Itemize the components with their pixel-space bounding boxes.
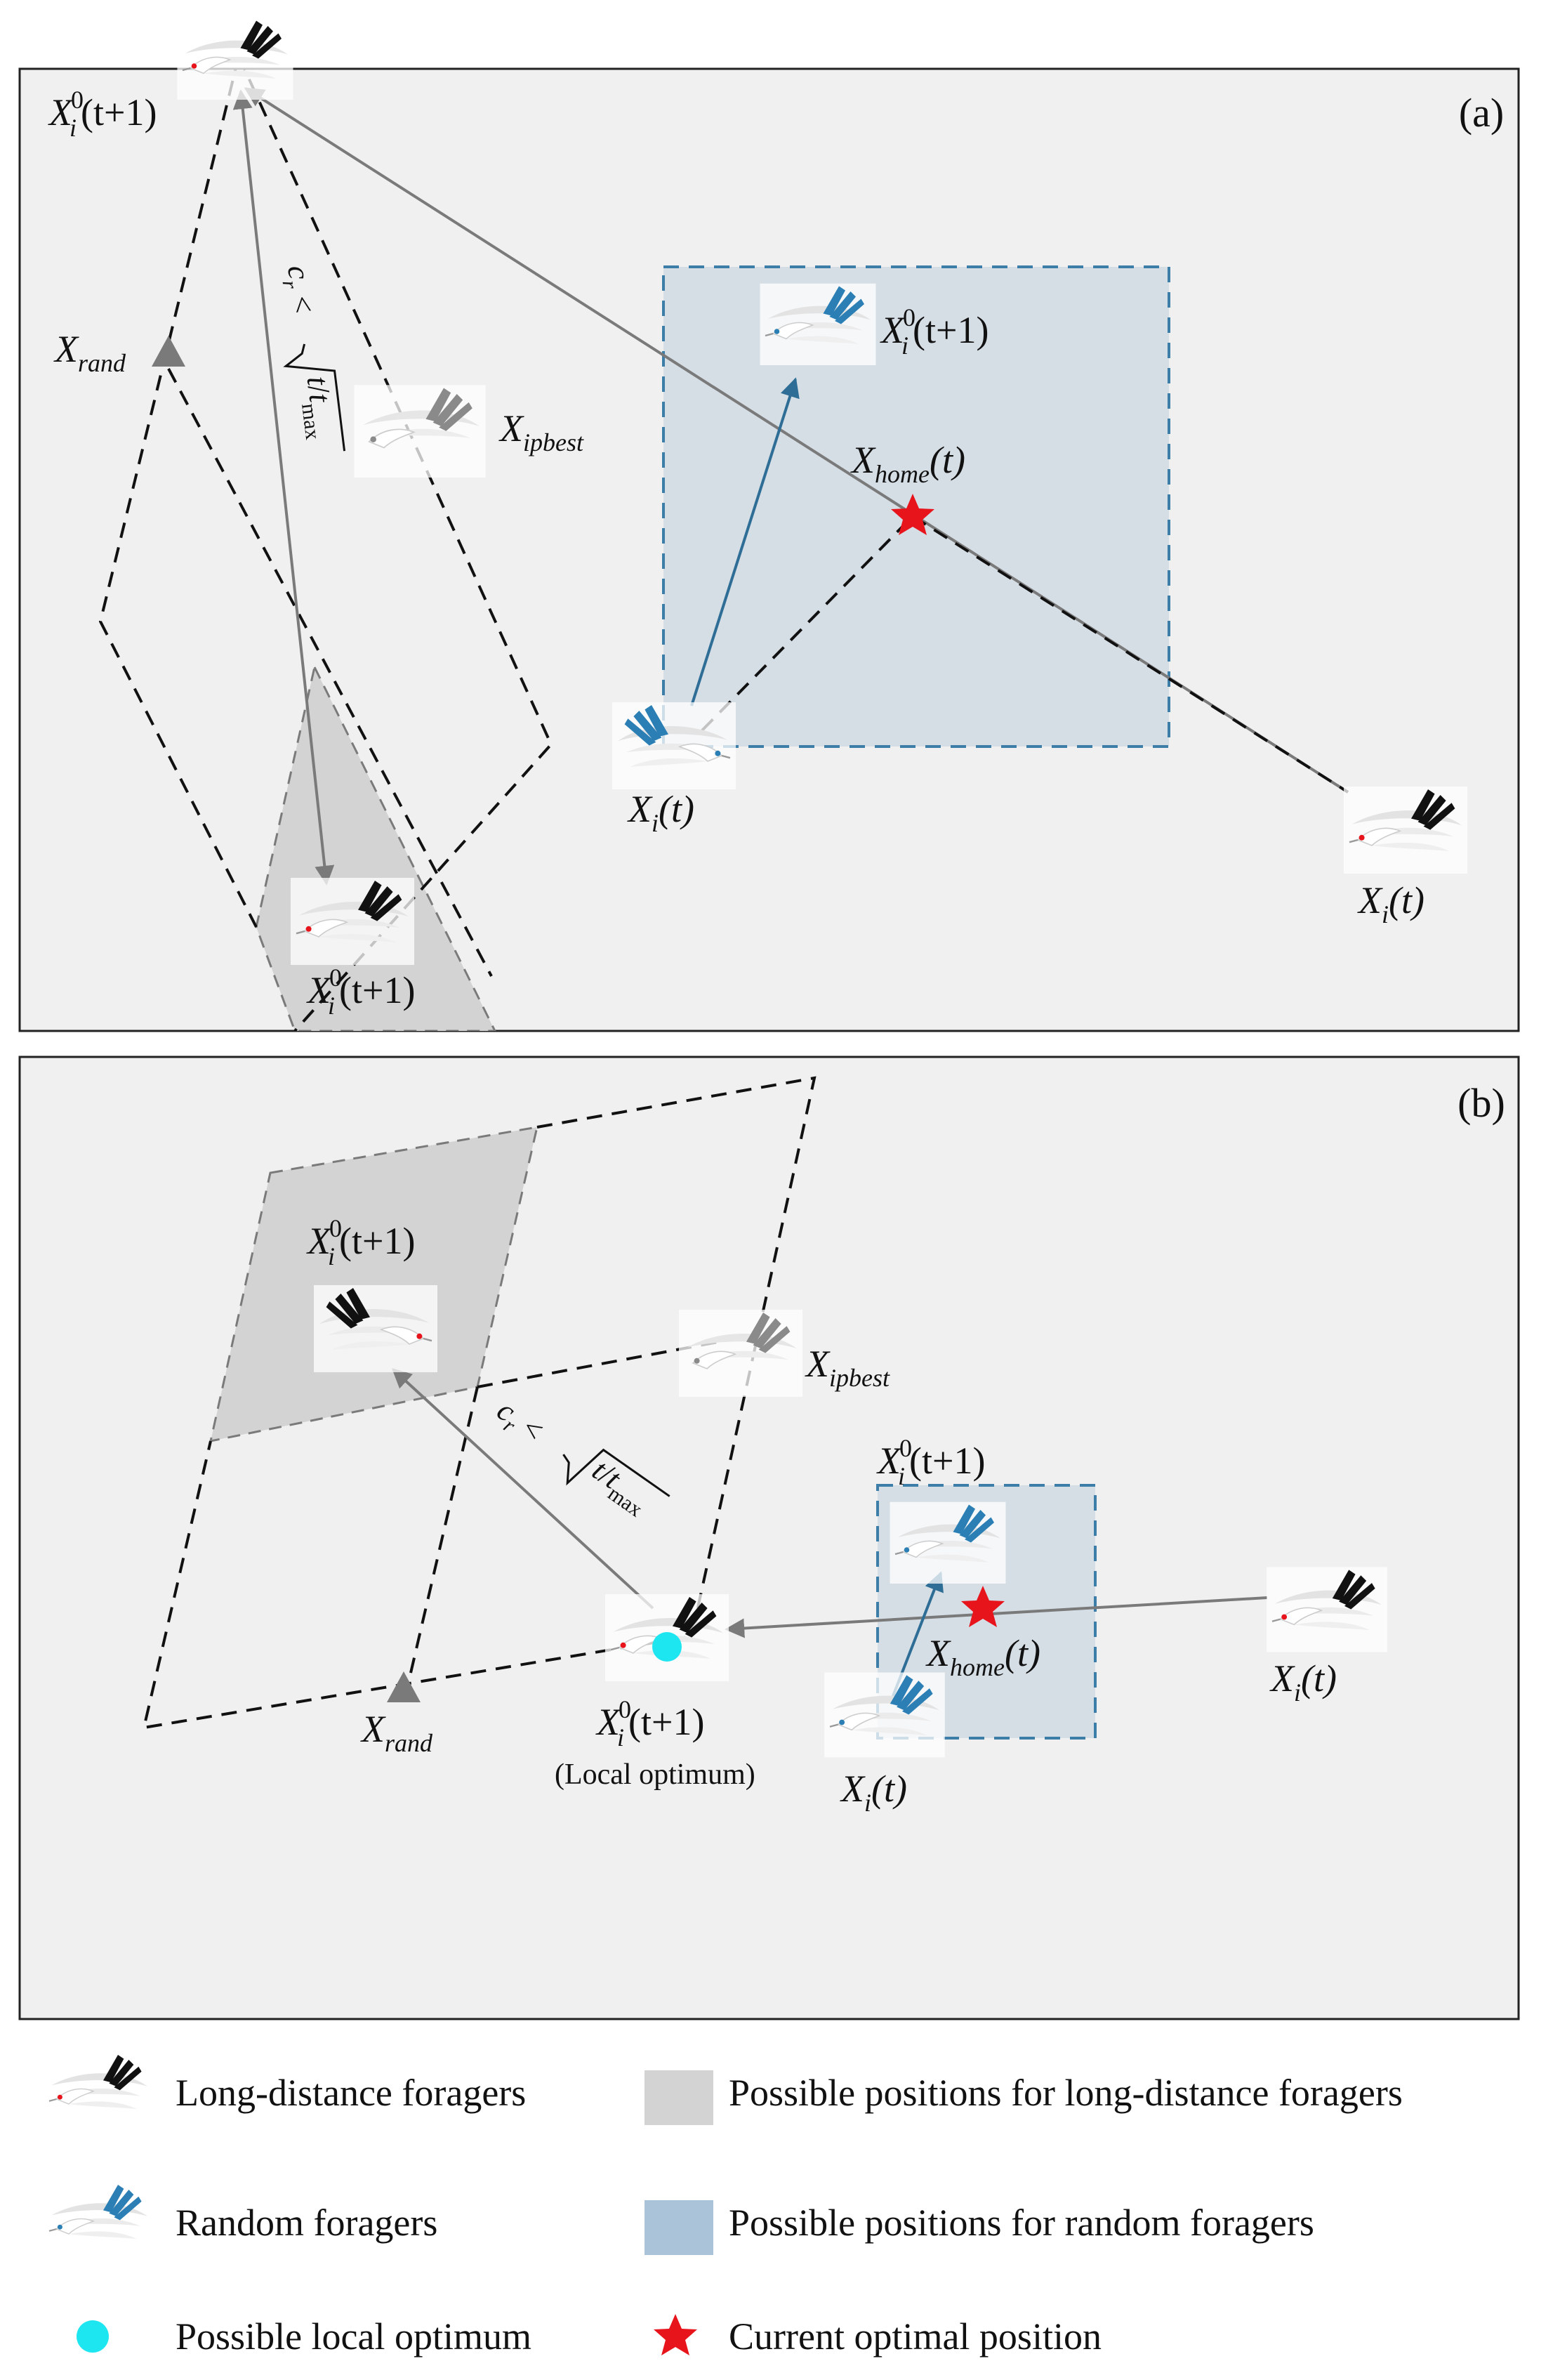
panel-a-long-arrow: [244, 87, 1349, 794]
panel-a-label: (a): [1459, 90, 1504, 136]
panel-b-gray-arrow-left: [391, 1368, 654, 1610]
legend-gray-swatch: [645, 2070, 713, 2125]
panel-a-label-xi-right: Xi(t): [1357, 879, 1425, 928]
panel-b-crane-gray-region: [312, 1284, 439, 1374]
legend-possible-local-optimum: Possible local optimum: [176, 2315, 531, 2358]
panel-a-gray-arrow: [232, 89, 335, 886]
panel-b-local-optimum-note: (Local optimum): [555, 1758, 755, 1791]
panel-b-label-xi-right: Xi(t): [1269, 1657, 1337, 1707]
panel-b-crane-right: [1266, 1566, 1388, 1653]
panel-b-search-parallelogram: [142, 1076, 817, 1730]
svg-text:cr<: cr<: [276, 263, 321, 315]
legend-random-crane-icon: [43, 2181, 154, 2260]
panel-a-label-xhome: Xhome(t): [850, 439, 965, 488]
panel-a-crane-ipbest: [353, 384, 487, 478]
panel-a-label-xi-mid: Xi(t): [627, 788, 694, 837]
panel-b-label-xi-mid: Xi(t): [840, 1768, 907, 1817]
panel-a-crane-right: [1342, 785, 1469, 875]
panel-b-label-xipbest: Xipbest: [805, 1343, 890, 1392]
panel-b-label-xhome: Xhome(t): [925, 1632, 1040, 1681]
legend-random-foragers: Random foragers: [176, 2202, 437, 2244]
panel-a-label-xrand: Xrand: [53, 328, 126, 377]
panel-a-crane-bottom: [289, 876, 416, 966]
panel-b-label-xrand: Xrand: [360, 1708, 433, 1757]
panel-a-label-xipbest: Xipbest: [498, 407, 584, 456]
panel-a-crane-mid: [611, 701, 737, 791]
panel-b-crane-blue-box: [889, 1501, 1007, 1585]
panel-a-crane-box: [759, 282, 877, 367]
legend-star-icon: [654, 2314, 697, 2355]
panel-a-crane-top: [176, 17, 294, 101]
panel-b-gray-arrow-right: [725, 1596, 1268, 1638]
panel-b-crane-mid: [824, 1671, 946, 1758]
legend-long-distance-foragers: Long-distance foragers: [176, 2072, 526, 2114]
legend-random-positions: Possible positions for random foragers: [729, 2202, 1314, 2244]
legend-current-optimal-position: Current optimal position: [729, 2315, 1102, 2358]
legend-long-distance-positions: Possible positions for long-distance for…: [729, 2072, 1403, 2114]
panel-b-crane-ipbest: [678, 1309, 803, 1398]
panel-b-rand-triangle: [387, 1671, 421, 1702]
legend-long-distance-crane-icon: [43, 2051, 154, 2130]
svg-text:t/tmax: t/tmax: [294, 374, 342, 441]
panel-b-frame: [18, 1056, 1520, 2020]
panel-a-blue-arrow: [690, 377, 800, 706]
legend-blue-swatch: [645, 2200, 713, 2255]
panel-a-dashed-to-right: [911, 515, 1349, 794]
legend-local-optimum-dot: [77, 2320, 109, 2353]
panel-a-rand-triangle: [152, 336, 185, 367]
panel-b-local-optimum-dot: [652, 1632, 682, 1662]
panel-a-condition: cr< t/tmax: [276, 263, 346, 452]
panel-b-label: (b): [1457, 1080, 1505, 1126]
